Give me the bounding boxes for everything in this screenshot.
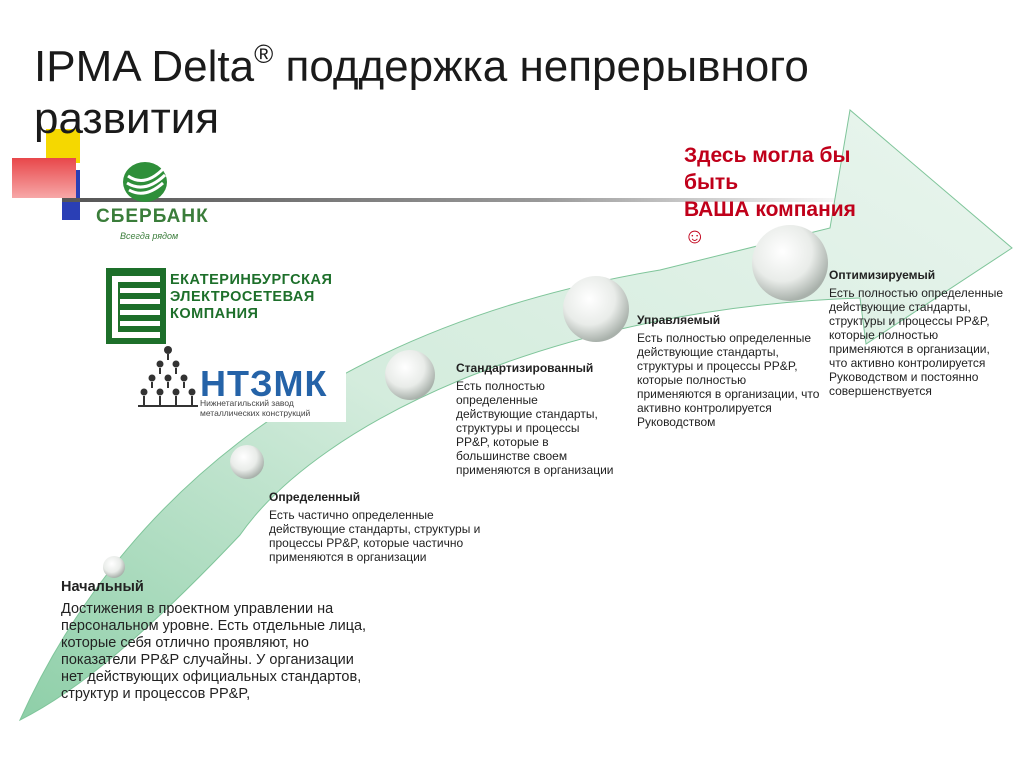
stage-1-title: Начальный: [61, 579, 144, 595]
stage-1: Начальный Достижения в проектном управле…: [61, 579, 371, 703]
stage-2: Определенный Есть частично определенные …: [269, 490, 484, 564]
stage-marker-4: [563, 276, 629, 342]
callout-your-company: Здесь могла бы быть ВАША компания ☺: [684, 142, 944, 250]
stage-3: Стандартизированный Есть полностью опред…: [456, 361, 616, 477]
stage-4-title: Управляемый: [637, 313, 721, 327]
sberbank-tagline: Всегда рядом: [120, 231, 179, 241]
stage-1-text: Достижения в проектном управлении на пер…: [61, 601, 367, 702]
stage-marker-1: [103, 556, 125, 578]
ntzmk-pyramid-icon: [138, 346, 198, 407]
ntzmk-name: НТЗМК: [200, 363, 328, 404]
sberbank-name: СБЕРБАНК: [96, 206, 209, 227]
eesk-logo-icon: [106, 268, 166, 344]
stage-marker-2: [230, 445, 264, 479]
stage-4: Управляемый Есть полностью определенные …: [637, 313, 822, 429]
stage-5-text: Есть полностью определенные действующие …: [829, 286, 1004, 398]
stage-2-title: Определенный: [269, 490, 361, 504]
ntzmk-logo: [136, 352, 346, 422]
stage-marker-3: [385, 350, 435, 400]
stage-3-title: Стандартизированный: [456, 361, 594, 375]
stage-markers: [103, 225, 828, 578]
page-title: IPMA Delta® поддержка непрерывного разви…: [34, 39, 809, 143]
stage-4-text: Есть полностью определенные действующие …: [637, 331, 820, 429]
stage-5: Оптимизируемый Есть полностью определенн…: [829, 268, 1009, 398]
deco-red-square: [12, 158, 76, 198]
ntzmk-subtitle: Нижнетагильский завод металлических конс…: [200, 398, 311, 418]
stage-marker-5: [752, 225, 828, 301]
registered-mark: ®: [254, 39, 274, 69]
deco-yellow-square: [46, 129, 80, 163]
eesk-name: ЕКАТЕРИНБУРГСКАЯ ЭЛЕКТРОСЕТЕВАЯ КОМПАНИЯ: [170, 272, 333, 322]
divider-line: [62, 198, 862, 202]
stage-3-text: Есть полностью определенные действующие …: [456, 379, 614, 477]
smiley-icon: ☺: [684, 225, 706, 248]
sberbank-logo-icon: [123, 162, 167, 202]
stage-5-title: Оптимизируемый: [829, 268, 936, 282]
stage-2-text: Есть частично определенные действующие с…: [269, 508, 481, 564]
